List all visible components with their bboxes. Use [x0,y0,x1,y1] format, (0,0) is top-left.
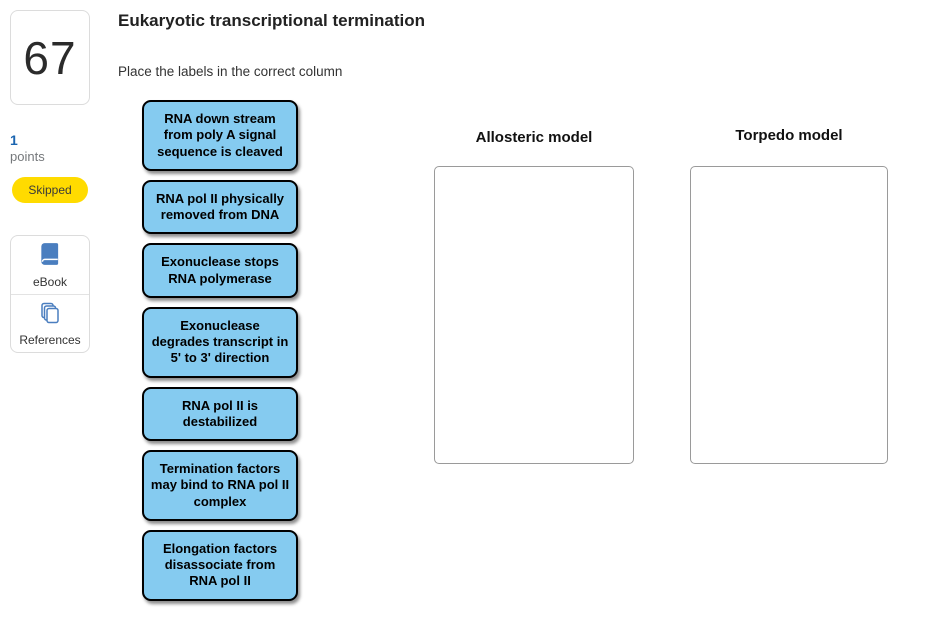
dropzone-torpedo[interactable] [690,166,888,464]
points-value: 1 [10,132,18,148]
tools-card: eBook References [10,235,90,353]
dropzone-allosteric[interactable] [434,166,634,464]
references-label: References [19,332,81,347]
drag-label[interactable]: RNA pol II is destabilized [142,386,298,441]
drag-labels-column: RNA down stream from poly A signal seque… [142,100,298,601]
ebook-icon [37,241,63,272]
question-number-box: 67 [10,10,90,105]
column-header-allosteric: Allosteric model [475,129,593,146]
status-badge: Skipped [12,177,88,203]
ebook-label: eBook [32,275,68,289]
page-title: Eukaryotic transcriptional termination [118,11,426,30]
points-label: points [10,149,45,164]
question-number: 67 [23,31,77,84]
drag-label[interactable]: Exonuclease stops RNA polymerase [142,243,298,298]
drag-label[interactable]: Termination factors may bind to RNA pol … [142,450,298,521]
instruction-text: Place the labels in the correct column [118,64,343,79]
drag-label[interactable]: Elongation factors disassociate from RNA… [142,529,298,601]
references-button[interactable]: References [11,294,89,352]
drag-label[interactable]: RNA down stream from poly A signal seque… [142,100,298,171]
ebook-button[interactable]: eBook [11,236,89,294]
drag-label[interactable]: RNA pol II physically removed from DNA [142,179,298,235]
drag-label[interactable]: Exonuclease degrades transcript in 5' to… [142,306,298,378]
column-header-torpedo: Torpedo model [735,127,843,144]
references-icon [38,301,62,330]
